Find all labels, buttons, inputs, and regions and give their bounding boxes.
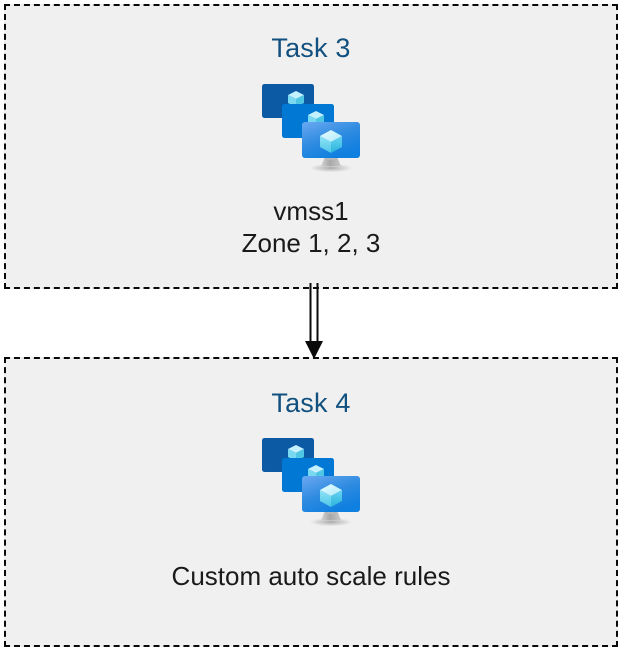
task-3-caption-block: vmss1 Zone 1, 2, 3 bbox=[242, 195, 381, 259]
task-4-caption-block: Custom auto scale rules bbox=[172, 560, 451, 592]
task-3-caption-sub: Zone 1, 2, 3 bbox=[241, 228, 381, 258]
task-box-task-4[interactable]: Task 4 bbox=[4, 357, 618, 647]
connector-arrow-task3-to-task4 bbox=[305, 283, 323, 359]
azure-vm-scale-set-icon bbox=[262, 84, 360, 172]
task-3-title: Task 3 bbox=[271, 33, 351, 63]
azure-vm-scale-set-icon bbox=[262, 438, 360, 526]
task-3-caption: vmss1 bbox=[273, 196, 349, 226]
task-4-caption: Custom auto scale rules bbox=[171, 561, 451, 591]
task-box-task-3[interactable]: Task 3 bbox=[4, 4, 618, 289]
task-4-title: Task 4 bbox=[271, 388, 351, 418]
